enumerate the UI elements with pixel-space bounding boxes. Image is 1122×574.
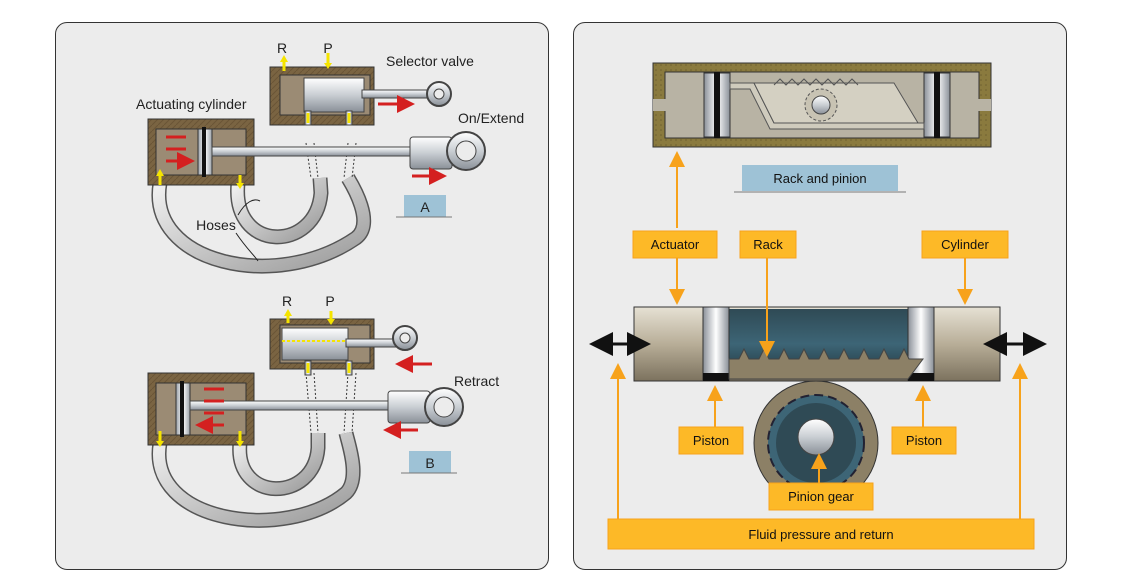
badge-b	[409, 451, 451, 473]
diagram-b: R P Retract B	[147, 293, 499, 528]
rod-end-a	[409, 136, 453, 170]
svg-text:Cylinder: Cylinder	[941, 237, 989, 252]
callout-cylinder: Cylinder	[921, 230, 1009, 259]
svg-text:Pinion gear: Pinion gear	[788, 489, 854, 504]
diagram-a: R P Selector valve Actuating cylinder On…	[136, 40, 524, 274]
piston-left	[702, 306, 730, 382]
label-retract: Retract	[454, 373, 499, 389]
label-on-extend: On/Extend	[458, 110, 524, 126]
label-r-a: R	[277, 40, 287, 56]
label-p-a: P	[323, 40, 332, 56]
svg-text:Actuator: Actuator	[651, 237, 700, 252]
svg-text:Fluid pressure and return: Fluid pressure and return	[748, 527, 893, 542]
extend-retract-panel: R P Selector valve Actuating cylinder On…	[55, 22, 549, 570]
label-r-b: R	[282, 293, 292, 309]
callout-fluid-pressure: Fluid pressure and return	[607, 518, 1035, 550]
badge-a-text: A	[420, 199, 430, 215]
svg-text:Rack: Rack	[753, 237, 783, 252]
extend-retract-diagram: R P Selector valve Actuating cylinder On…	[136, 40, 524, 528]
label-actuating-cylinder: Actuating cylinder	[136, 96, 247, 112]
svg-text:Piston: Piston	[906, 433, 942, 448]
rack-and-pinion-diagram: Rack and pinion Actuator	[589, 62, 1047, 550]
rack-and-pinion-panel: Rack and pinion Actuator	[573, 22, 1067, 570]
callout-rack: Rack	[739, 230, 797, 259]
callout-pinion-gear: Pinion gear	[768, 482, 874, 511]
badge-a	[404, 195, 446, 217]
label-hoses: Hoses	[196, 217, 236, 233]
rack-pinion-housing	[652, 62, 992, 148]
callout-leaders	[610, 151, 1028, 519]
svg-text:Piston: Piston	[693, 433, 729, 448]
rack-and-pinion-caption-bg	[742, 165, 898, 191]
callout-actuator: Actuator	[632, 230, 718, 259]
rack-and-pinion-caption: Rack and pinion	[773, 171, 866, 186]
label-p-b: P	[325, 293, 334, 309]
rack-pinion-cylinder	[589, 306, 1047, 506]
label-selector-valve: Selector valve	[386, 53, 474, 69]
pinion-gear-hub	[797, 418, 835, 456]
callout-piston-left: Piston	[678, 426, 744, 455]
rod-end-b	[387, 390, 431, 424]
callout-piston-right: Piston	[891, 426, 957, 455]
badge-b-text: B	[425, 455, 434, 471]
